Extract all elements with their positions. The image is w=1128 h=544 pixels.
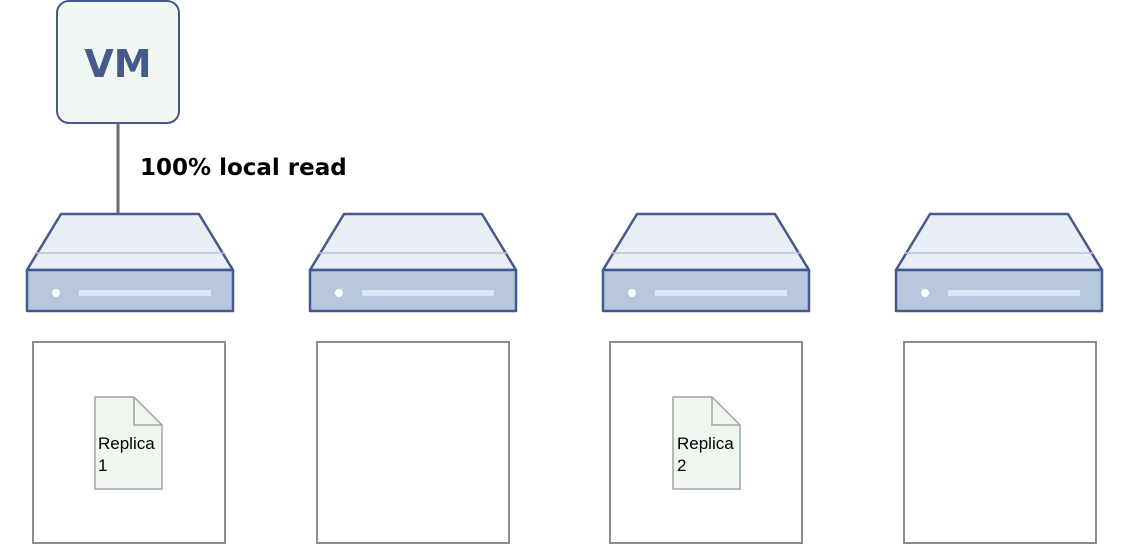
replica-label-2-line-2: 2 bbox=[677, 456, 686, 475]
server-icon bbox=[601, 212, 811, 313]
host-2 bbox=[308, 212, 518, 313]
file-icon bbox=[94, 396, 163, 490]
svg-text:1: 1 bbox=[98, 456, 107, 475]
storage-disk-4 bbox=[903, 341, 1097, 544]
replica-label-1-line-2: 1 bbox=[98, 456, 107, 475]
link-label: 100% local read bbox=[140, 155, 347, 181]
storage-disk-2 bbox=[316, 341, 510, 544]
vm-label: VM bbox=[84, 42, 151, 86]
host-3 bbox=[601, 212, 811, 313]
svg-text:Replica: Replica bbox=[98, 434, 155, 453]
replica-label-1-line-1: Replica bbox=[98, 434, 155, 453]
server-icon bbox=[25, 212, 235, 313]
replica-label-2-line-1: Replica bbox=[677, 434, 734, 453]
server-icon bbox=[894, 212, 1104, 313]
svg-text:Replica: Replica bbox=[677, 434, 734, 453]
host-1 bbox=[25, 212, 235, 313]
svg-text:2: 2 bbox=[677, 456, 686, 475]
replica-file-1: Replica 1 bbox=[94, 396, 163, 490]
file-icon bbox=[672, 396, 741, 490]
replica-file-2: Replica 2 bbox=[672, 396, 741, 490]
host-4 bbox=[894, 212, 1104, 313]
vm-node: VM bbox=[56, 0, 180, 124]
server-icon bbox=[308, 212, 518, 313]
